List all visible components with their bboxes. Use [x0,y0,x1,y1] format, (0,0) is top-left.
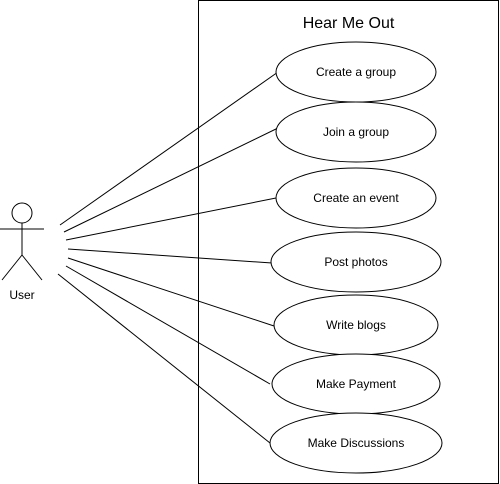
use-case-ellipse [275,101,437,163]
use-case-label: Join a group [323,125,389,139]
actor-label: User [9,288,34,302]
association-line [59,71,279,226]
association-line [65,265,271,385]
association-line [63,127,279,233]
use-case-ellipse [275,167,437,229]
use-case-create-a-group[interactable]: Create a group [275,41,437,103]
associations-group [57,71,279,444]
use-case-make-discussions[interactable]: Make Discussions [269,412,443,474]
use-case-label: Post photos [324,255,387,269]
system-title: Hear Me Out [303,15,395,32]
use-case-ellipse [270,231,442,293]
use-case-label: Make Payment [316,377,397,391]
use-case-write-blogs[interactable]: Write blogs [273,294,439,356]
use-case-create-an-event[interactable]: Create an event [275,167,437,229]
association-line [65,197,277,241]
use-case-join-a-group[interactable]: Join a group [275,101,437,163]
actor-right-leg [21,254,43,281]
actor-user[interactable]: User [0,202,44,302]
use-case-post-photos[interactable]: Post photos [270,231,442,293]
use-case-ellipse [269,412,443,474]
association-line [67,257,275,327]
use-case-label: Create an event [313,191,399,205]
association-line [57,273,271,444]
actor-left-leg [1,254,23,281]
use-cases-group: Create a group Join a group Create an ev… [269,41,443,474]
use-case-label: Create a group [316,65,396,79]
use-case-label: Write blogs [326,318,386,332]
use-case-make-payment[interactable]: Make Payment [271,353,441,415]
actor-head [11,202,33,224]
association-line [67,248,273,264]
use-case-label: Make Discussions [308,436,405,450]
